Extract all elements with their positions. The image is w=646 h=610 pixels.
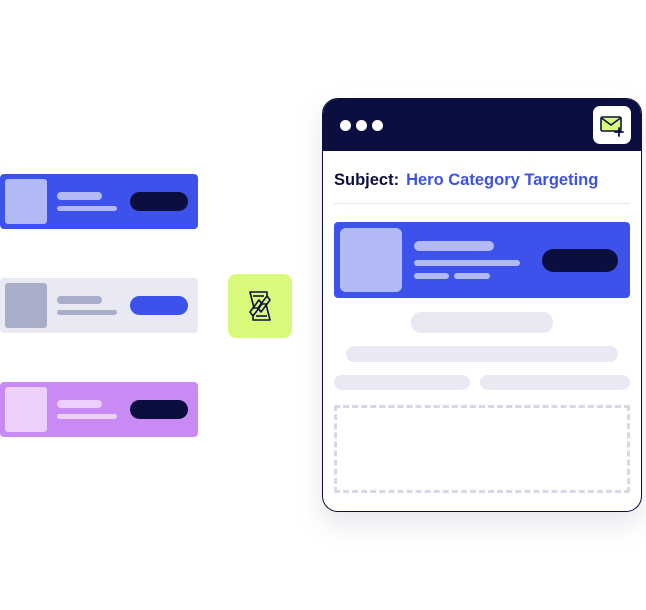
- variant-card-purple[interactable]: [0, 382, 198, 437]
- card-thumbnail: [5, 179, 47, 224]
- logo-tile: [228, 274, 292, 338]
- hero-image-placeholder: [340, 228, 402, 292]
- window-dot-icon: [340, 120, 351, 131]
- card-text-placeholder: [57, 206, 117, 211]
- card-title-placeholder: [57, 400, 102, 408]
- text-line-placeholder: [480, 375, 630, 390]
- hero-title-placeholder: [414, 241, 494, 251]
- card-title-placeholder: [57, 192, 102, 200]
- card-text-placeholder: [57, 414, 117, 419]
- z-brand-logo-icon: [249, 291, 271, 321]
- text-line-placeholder: [334, 375, 470, 390]
- email-preview-window: Subject: Hero Category Targeting: [322, 98, 642, 512]
- hero-banner[interactable]: [334, 222, 630, 298]
- compose-email-button[interactable]: [593, 106, 631, 144]
- card-button-placeholder: [130, 400, 188, 419]
- subject-label: Subject:: [334, 170, 400, 189]
- card-button-placeholder: [130, 192, 188, 211]
- card-thumbnail: [5, 387, 47, 432]
- variant-card-blue[interactable]: [0, 174, 198, 229]
- window-titlebar: [323, 99, 641, 151]
- card-title-placeholder: [57, 296, 102, 304]
- card-thumbnail: [5, 283, 47, 328]
- hero-text-placeholder: [414, 260, 520, 266]
- mail-plus-icon: [600, 116, 624, 137]
- hero-text-placeholder: [414, 273, 449, 279]
- subject-row: Subject: Hero Category Targeting: [334, 169, 630, 191]
- hero-text-placeholder: [454, 273, 490, 279]
- hero-cta-button[interactable]: [542, 249, 618, 272]
- window-dot-icon: [356, 120, 367, 131]
- card-button-placeholder: [130, 296, 188, 315]
- text-line-placeholder: [346, 346, 618, 362]
- content-drop-zone[interactable]: [334, 405, 630, 493]
- variant-card-gray[interactable]: [0, 278, 198, 333]
- subject-divider: [334, 203, 630, 204]
- heading-placeholder: [411, 312, 553, 333]
- subject-value: Hero Category Targeting: [406, 170, 599, 189]
- window-dot-icon: [372, 120, 383, 131]
- card-text-placeholder: [57, 310, 117, 315]
